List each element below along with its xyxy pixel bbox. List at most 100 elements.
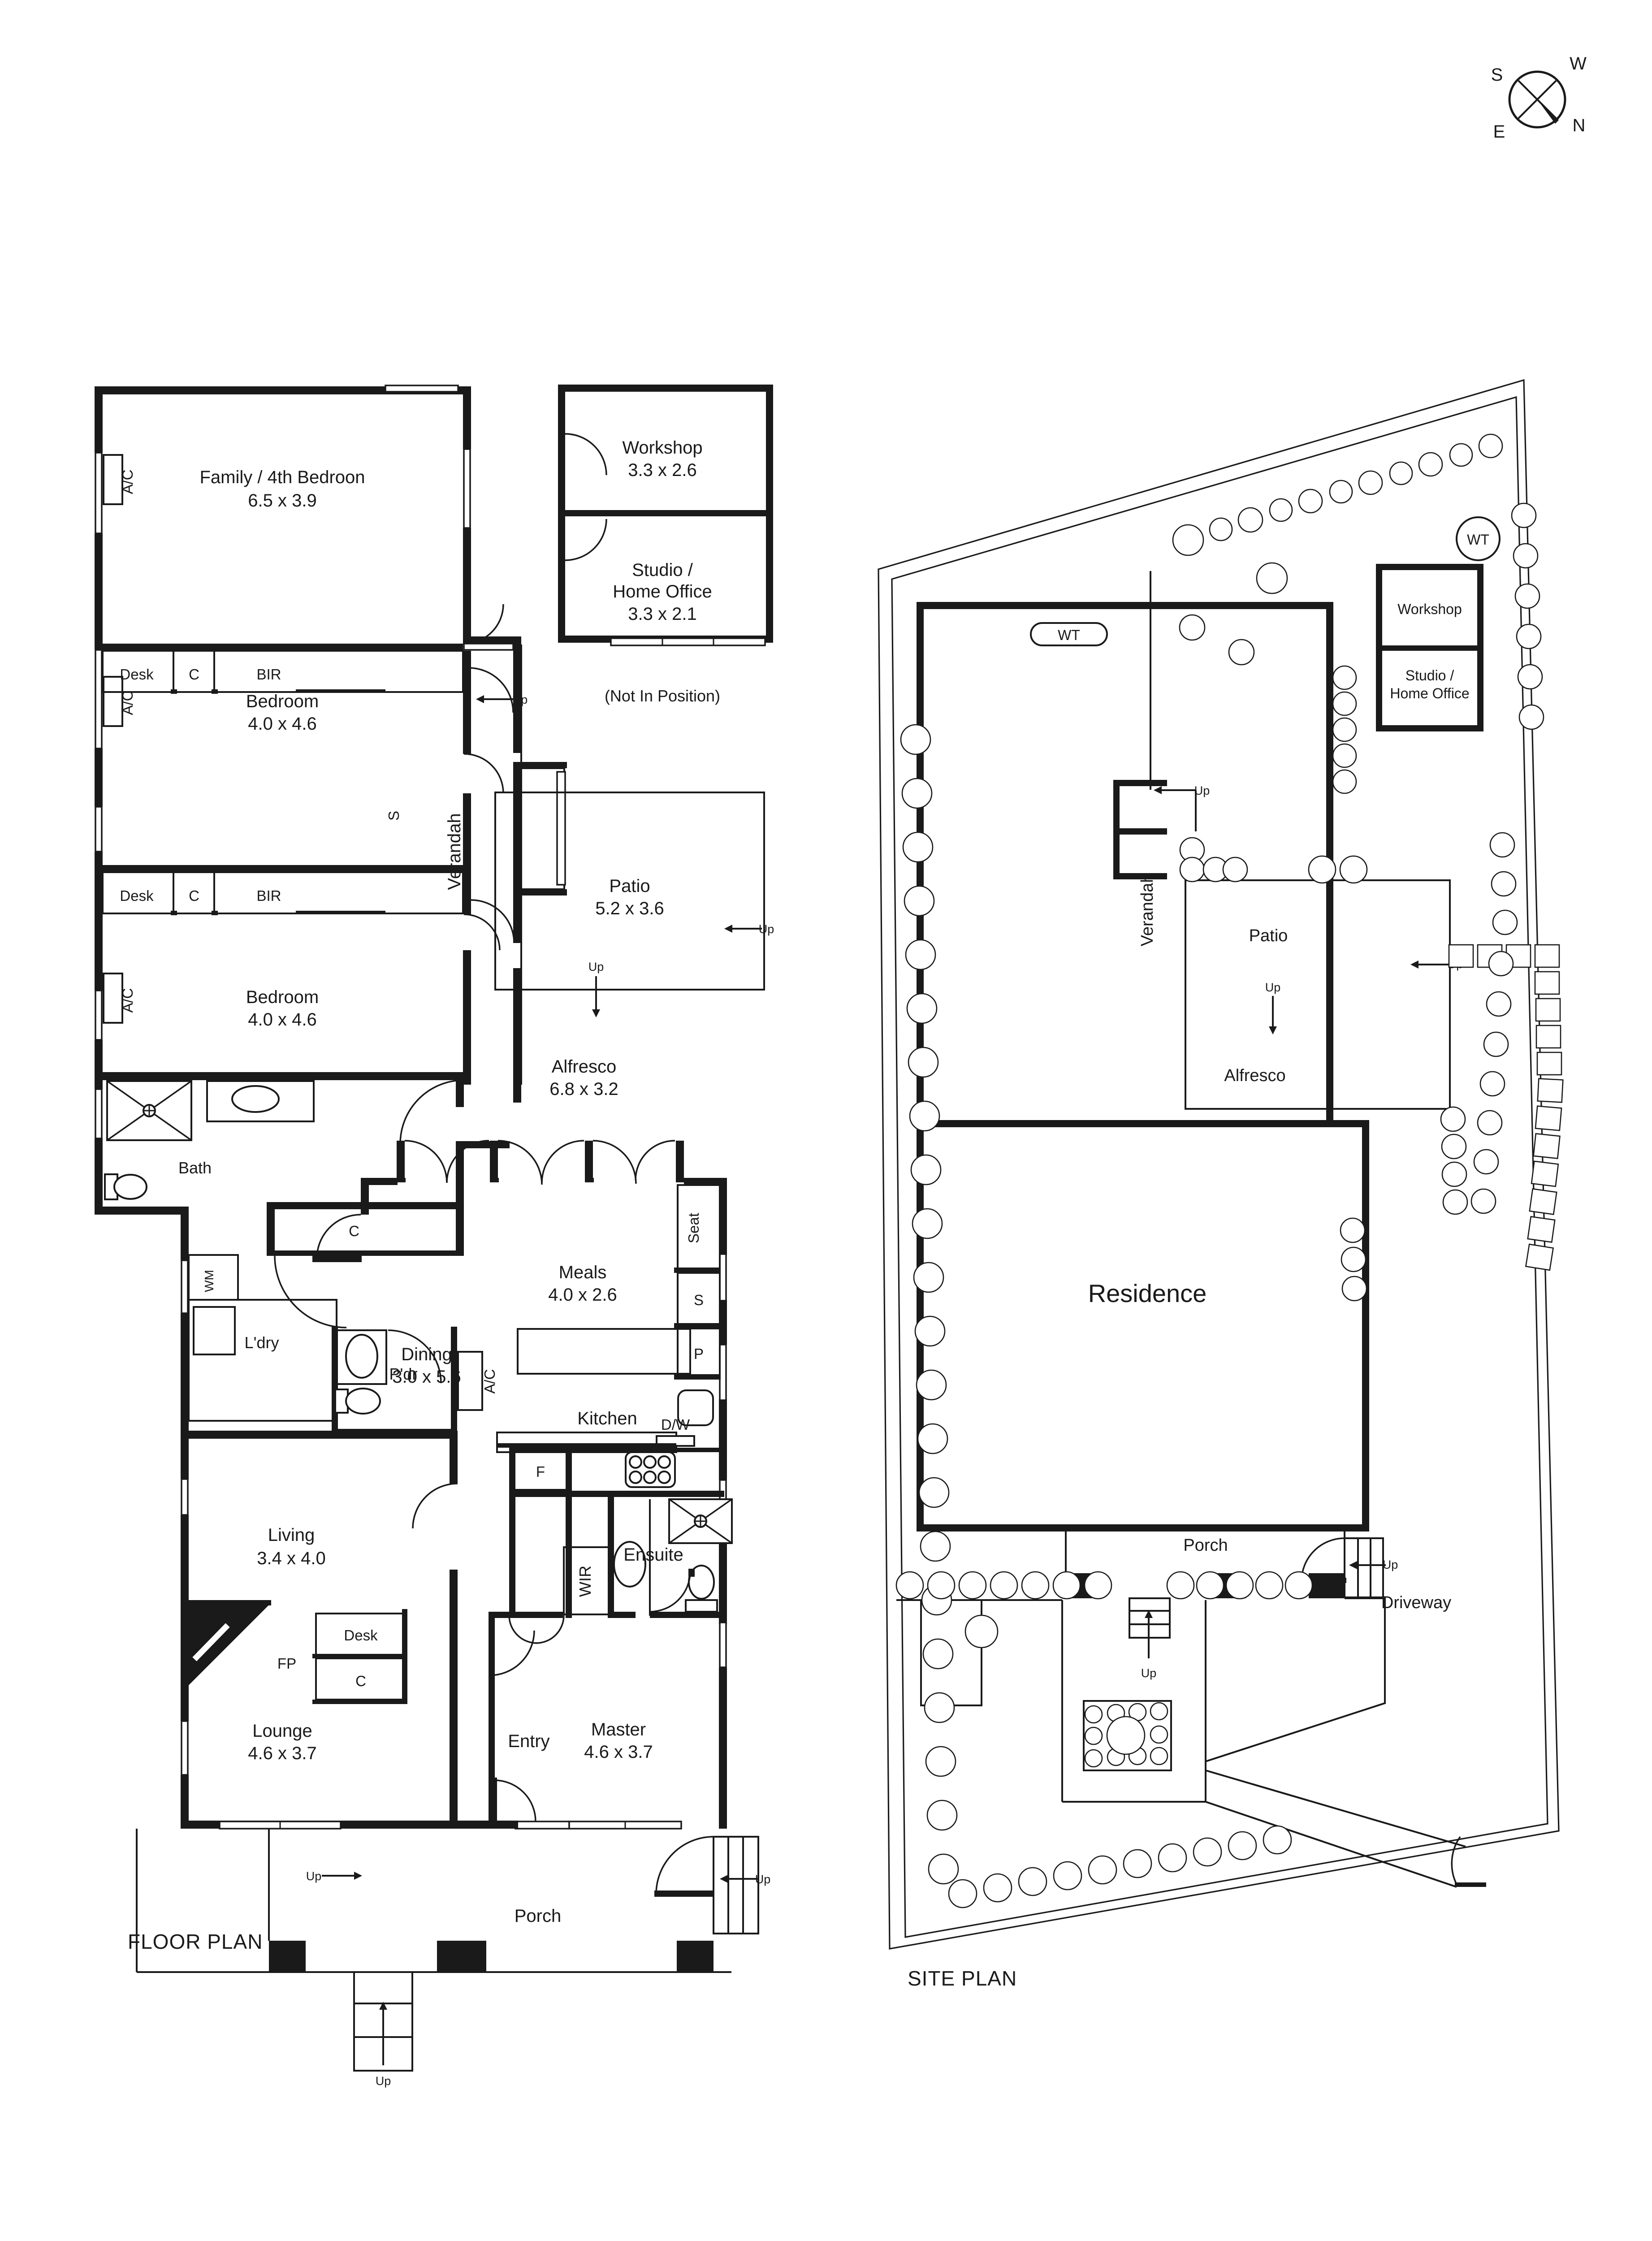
- label-closet-2: C: [189, 887, 199, 904]
- up-label-porch-left: Up: [306, 1869, 322, 1883]
- room-label-bedroom2: Bedroom: [246, 692, 319, 711]
- meals-cabinets: [674, 1184, 721, 1426]
- kitchen-bench: [496, 1432, 724, 1497]
- room-dims-living: 3.4 x 4.0: [257, 1549, 325, 1568]
- site-front-stair: [1129, 1597, 1171, 1658]
- site-label-workshop: Workshop: [1397, 601, 1462, 617]
- main-residence-walls: [95, 386, 521, 1829]
- site-label-studio-2: Home Office: [1390, 685, 1469, 701]
- compass-label-east: E: [1493, 122, 1505, 142]
- room-label-family: Family / 4th Bedroon: [199, 467, 365, 487]
- floor-plan-title: FLOOR PLAN: [128, 1930, 263, 1953]
- ac-unit-bedroom2: [103, 676, 123, 727]
- room-label-verandah: Verandah: [445, 813, 464, 890]
- up-arrow-patio-bottom: [592, 976, 600, 1017]
- site-boundary-inner: [891, 396, 1548, 1938]
- water-tank-top: [1030, 622, 1108, 646]
- ac-label-bedroom3: A/C: [119, 988, 136, 1012]
- patio-area: [494, 792, 765, 991]
- ac-label-bedroom2: A/C: [119, 690, 136, 715]
- site-up-arrow-patio-right: [1410, 960, 1450, 969]
- room-label-wir: WIR: [576, 1566, 594, 1597]
- site-up-arrow-verandah: [1154, 786, 1197, 831]
- studio-window: [610, 637, 766, 646]
- corridor-wall-right: [463, 604, 504, 1085]
- up-label-patio-right: Up: [759, 922, 774, 936]
- room-dims-family: 6.5 x 3.9: [248, 491, 316, 510]
- site-plan-drawing: Residence WT Verandah Up Patio: [878, 379, 1564, 1990]
- site-label-wt-top: WT: [1058, 627, 1080, 643]
- room-label-studio-1: Studio /: [632, 560, 693, 580]
- up-arrow-porch-left: [322, 1872, 362, 1880]
- desk-closet-lounge: [312, 1609, 407, 1704]
- site-up-arrow-porch-right: [1349, 1561, 1386, 1569]
- label-seat: Seat: [685, 1213, 702, 1243]
- room-label-ldry: L'dry: [245, 1333, 279, 1352]
- room-label-patio: Patio: [609, 876, 650, 896]
- label-desk-2: Desk: [120, 887, 154, 904]
- up-arrow-porch-right: [720, 1875, 758, 1883]
- bifold-doors-alfresco: [361, 1140, 727, 1185]
- up-arrow-verandah: [476, 695, 519, 703]
- label-desk-1: Desk: [120, 666, 154, 683]
- wir-ensuite: [508, 1497, 733, 1644]
- room-label-dining: Dining: [401, 1345, 452, 1364]
- site-boundary: [878, 379, 1560, 1950]
- detached-studio-block: Workshop 3.3 x 2.6 Studio / Home Office …: [558, 385, 773, 705]
- site-up-label-patio-bottom: Up: [1265, 981, 1281, 994]
- porch-area: [136, 1829, 759, 2072]
- compass-rose: [1508, 70, 1566, 129]
- room-label-porch: Porch: [515, 1906, 562, 1926]
- label-shelf-verandah: S: [385, 811, 402, 821]
- label-closet-1: C: [189, 666, 199, 683]
- room-dims-lounge: 4.6 x 3.7: [248, 1743, 316, 1763]
- front-windows: [219, 1821, 682, 1830]
- room-dims-workshop: 3.3 x 2.6: [628, 460, 696, 480]
- site-label-studio-1: Studio /: [1405, 667, 1454, 684]
- water-tank-right: [1456, 516, 1501, 561]
- site-label-porch: Porch: [1183, 1536, 1228, 1555]
- room-dims-patio: 5.2 x 3.6: [595, 899, 664, 918]
- ac-unit-bedroom3: [103, 973, 123, 1024]
- label-closet-lounge: C: [355, 1673, 366, 1689]
- room-label-master: Master: [591, 1720, 646, 1739]
- up-label-patio-bottom: Up: [588, 960, 604, 973]
- room-dims-meals: 4.0 x 2.6: [548, 1285, 617, 1305]
- room-dims-master: 4.6 x 3.7: [584, 1742, 653, 1762]
- room-label-entry: Entry: [508, 1731, 549, 1751]
- label-shelf-kitchen: S: [694, 1292, 704, 1308]
- room-dims-bedroom2: 4.0 x 4.6: [248, 714, 316, 734]
- ac-unit-dining: [457, 1351, 483, 1411]
- site-label-driveway: Driveway: [1381, 1593, 1451, 1612]
- room-label-pdr: P'dr: [389, 1365, 418, 1383]
- verandah-area: [468, 645, 567, 1103]
- up-label-front-stair: Up: [376, 2074, 391, 2088]
- site-detached-block: [1376, 564, 1483, 731]
- room-label-meals: Meals: [559, 1263, 607, 1282]
- room-dims-alfresco: 6.8 x 3.2: [549, 1079, 618, 1099]
- site-up-label-front-stair: Up: [1141, 1666, 1157, 1680]
- room-dims-dining: 3.0 x 5.6: [392, 1367, 461, 1387]
- compass-label-north: N: [1573, 116, 1586, 135]
- ac-unit-family: [103, 454, 123, 505]
- site-plan-title: SITE PLAN: [908, 1967, 1017, 1990]
- room-label-kitchen: Kitchen: [577, 1409, 637, 1428]
- floor-plan-drawing: Workshop 3.3 x 2.6 Studio / Home Office …: [95, 385, 774, 2088]
- site-shrubs: [895, 433, 1544, 1908]
- room-label-alfresco: Alfresco: [552, 1057, 617, 1077]
- label-fireplace: FP: [277, 1655, 296, 1672]
- label-bir-2: BIR: [256, 887, 281, 904]
- exterior-windows-left: [95, 385, 514, 1776]
- up-label-porch-right: Up: [755, 1873, 771, 1886]
- room-dims-studio: 3.3 x 2.1: [628, 604, 696, 624]
- living-room: [189, 1431, 458, 1718]
- site-label-residence: Residence: [1088, 1279, 1207, 1307]
- room-label-ensuite: Ensuite: [623, 1545, 683, 1565]
- site-up-arrow-patio-bottom: [1269, 996, 1277, 1034]
- dining-table: [517, 1328, 691, 1375]
- site-label-verandah: Verandah: [1138, 874, 1157, 947]
- label-desk-lounge: Desk: [344, 1627, 378, 1644]
- label-washing-machine: WM: [202, 1270, 216, 1292]
- up-arrow-front-stair: [379, 2002, 387, 2065]
